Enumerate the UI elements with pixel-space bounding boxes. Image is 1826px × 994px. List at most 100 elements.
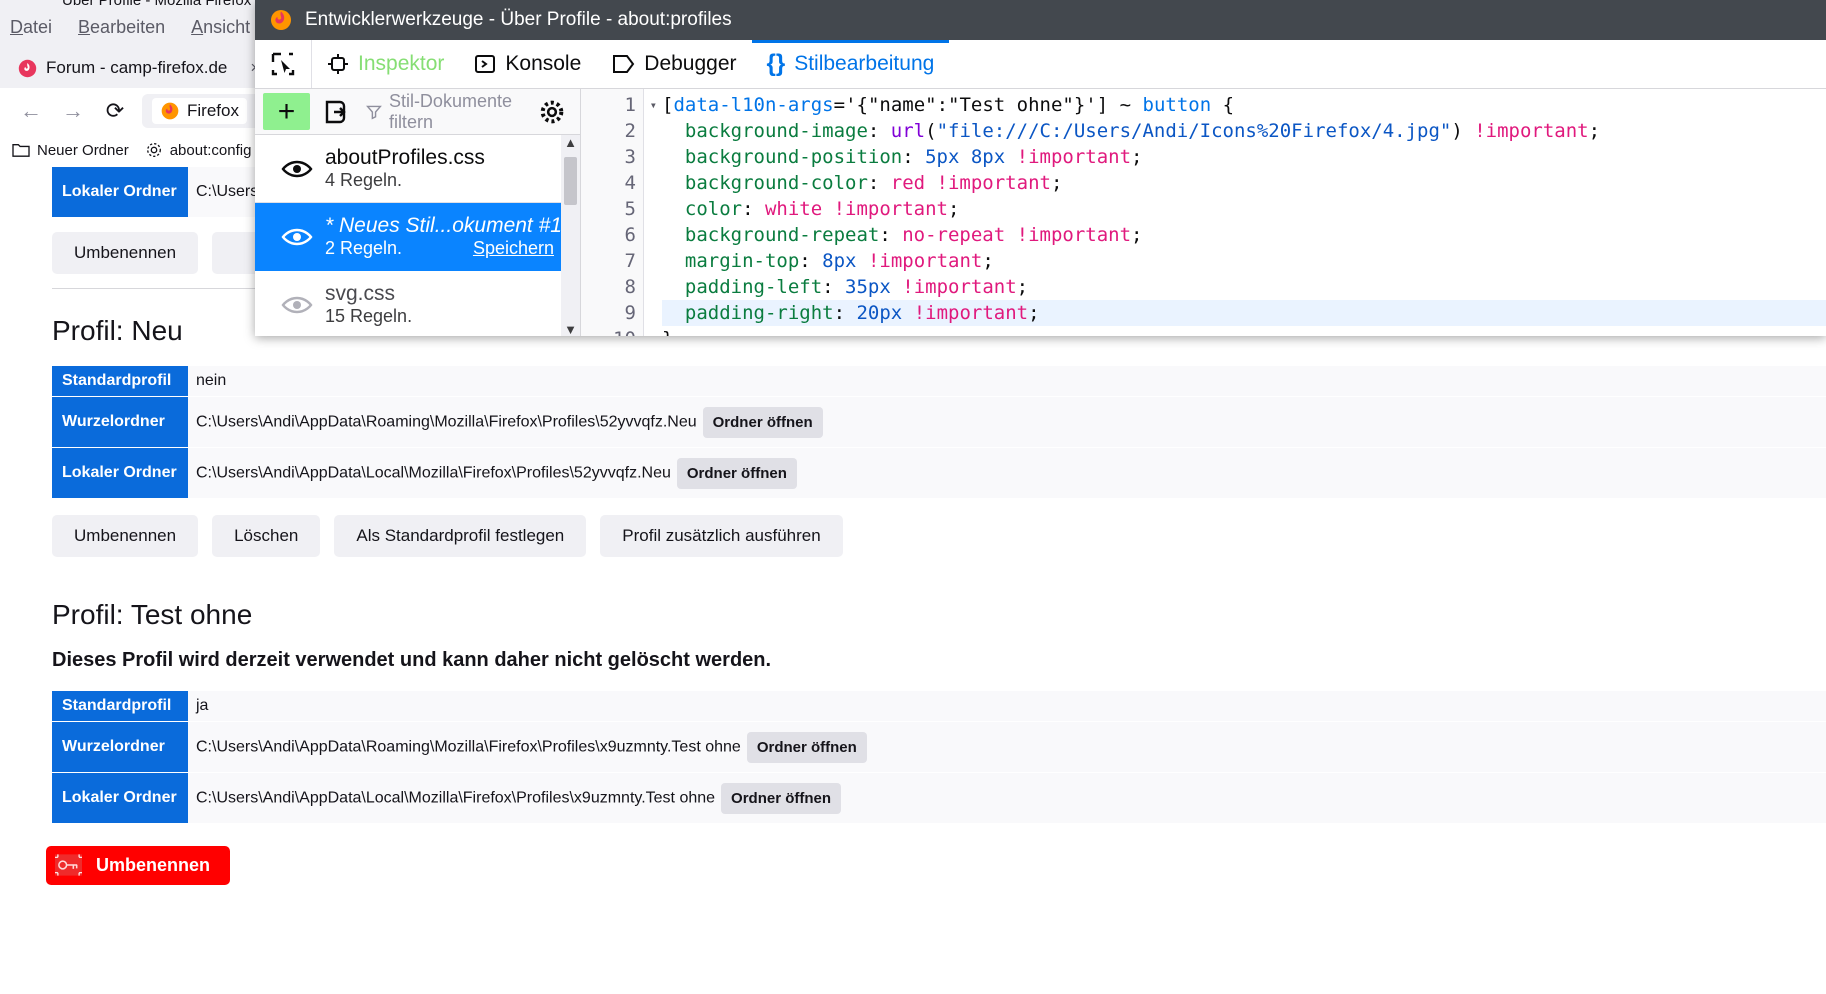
open-folder-button[interactable]: Ordner öffnen [721, 782, 842, 814]
row-header-lokaler-ordner: Lokaler Ordner [52, 448, 188, 498]
stylesheet-sidebar: + Stil-Dokumente filtern [255, 89, 581, 336]
tab-label: Stilbearbeitung [794, 52, 935, 75]
line-number: 5 [624, 198, 636, 220]
tab-label: Konsole [505, 52, 582, 75]
path-text: C:\Users\Andi\AppData\Local\Mozilla\Fire… [196, 464, 671, 482]
code-line-6: background-repeat: no-repeat !important; [662, 224, 1143, 246]
back-icon[interactable]: ← [20, 98, 42, 123]
code-area[interactable]: [data-l10n-args='{"name":"Test ohne"}'] … [644, 89, 1826, 336]
menu-item-ansicht[interactable]: Ansicht [191, 16, 251, 37]
tab-debugger[interactable]: Debugger [596, 40, 751, 88]
import-stylesheet-icon[interactable] [316, 93, 360, 130]
code-line-9: padding-right: 20px !important; [662, 300, 1826, 326]
set-default-button[interactable]: Als Standardprofil festlegen [334, 515, 587, 557]
line-number: 1▾ [581, 92, 657, 118]
table-row: Standardprofil ja [52, 691, 1826, 721]
styled-rename-label: Umbenennen [96, 855, 211, 875]
stylesheet-sub: 2 Regeln. Speichern [325, 238, 574, 259]
scrollbar-thumb[interactable] [564, 157, 577, 205]
url-identity-chip[interactable]: Firefox [152, 98, 247, 124]
tab-stilbearbeitung[interactable]: {} Stilbearbeitung [751, 40, 950, 88]
table-row: Wurzelordner C:\Users\Andi\AppData\Roami… [52, 397, 1826, 447]
code-line-4: background-color: red !important; [662, 172, 1063, 194]
rename-button[interactable]: Umbenennen [52, 232, 199, 274]
row-value-wurzelordner: C:\Users\Andi\AppData\Roaming\Mozilla\Fi… [188, 722, 1826, 772]
tab-label: Inspektor [358, 52, 445, 75]
row-header: Lokaler Ordner [52, 167, 188, 217]
code-line-3: background-position: 5px 8px !important; [662, 146, 1143, 168]
profile-actions-neu: Umbenennen Löschen Als Standardprofil fe… [52, 515, 1826, 557]
row-value-standardprofil: ja [188, 691, 1826, 721]
menu-item-datei[interactable]: Datei [10, 16, 53, 37]
open-folder-button[interactable]: Ordner öffnen [746, 731, 867, 763]
code-line-8: padding-left: 35px !important; [662, 276, 1029, 298]
path-text: C:\Users\Andi\AppData\Local\Mozilla\Fire… [196, 789, 716, 807]
bookmark-label: Neuer Ordner [37, 141, 129, 159]
devtools-body: + Stil-Dokumente filtern [255, 89, 1826, 336]
styled-rename-button[interactable]: Umbenennen [46, 846, 231, 885]
visibility-eye-icon[interactable] [269, 158, 325, 180]
scroll-up-icon[interactable]: ▲ [564, 135, 577, 150]
inspector-icon [328, 54, 348, 74]
tab-inspektor[interactable]: Inspektor [312, 40, 459, 88]
stylesheet-item-aboutprofiles[interactable]: aboutProfiles.css 4 Regeln. [255, 135, 580, 203]
css-editor[interactable]: 1▾ 2 3 4 5 6 7 8 9 10 [data-l10n-args='{… [581, 89, 1826, 336]
row-value-standardprofil: nein [188, 366, 1826, 396]
visibility-eye-icon[interactable] [269, 226, 325, 248]
bookmark-label: about:config [169, 141, 252, 159]
tab-konsole[interactable]: Konsole [459, 40, 596, 88]
row-header-wurzelordner: Wurzelordner [52, 397, 188, 447]
table-row: Lokaler Ordner C:\Users\Andi\AppData\Loc… [52, 773, 1826, 823]
stylesheet-meta: svg.css 15 Regeln. [325, 282, 574, 327]
console-icon [475, 55, 496, 73]
folder-icon [12, 144, 30, 157]
stylesheet-meta: * Neues Stil...okument #1 2 Regeln. Spei… [325, 214, 574, 259]
stylesheet-item-svg[interactable]: svg.css 15 Regeln. [255, 271, 580, 336]
bookmark-about-config[interactable]: about:config [145, 141, 252, 159]
bookmark-neuer-ordner[interactable]: Neuer Ordner [12, 142, 129, 159]
line-number: 8 [624, 276, 636, 298]
line-number: 3 [624, 146, 636, 168]
visibility-eye-icon[interactable] [269, 294, 325, 316]
line-number: 6 [624, 224, 636, 246]
stylesheet-item-neues-stildokument[interactable]: * Neues Stil...okument #1 2 Regeln. Spei… [255, 203, 580, 271]
scroll-down-icon[interactable]: ▼ [564, 322, 577, 336]
rule-count: 2 Regeln. [325, 238, 403, 259]
launch-profile-button[interactable]: Profil zusätzlich ausführen [600, 515, 843, 557]
save-link[interactable]: Speichern [472, 238, 554, 259]
stylesheet-sub: 4 Regeln. [325, 170, 574, 191]
table-row: Standardprofil nein [52, 366, 1826, 396]
rename-button[interactable]: Umbenennen [52, 515, 199, 557]
stylesheet-sub: 15 Regeln. [325, 306, 574, 327]
open-folder-button[interactable]: Ordner öffnen [702, 406, 823, 438]
delete-button[interactable]: Löschen [212, 515, 321, 557]
reload-icon[interactable]: ⟳ [105, 98, 125, 123]
line-number: 4 [624, 172, 636, 194]
devtools-title-text: Entwicklerwerkzeuge - Über Profile - abo… [305, 9, 732, 30]
profile-heading: Profil: Neu [52, 315, 183, 346]
line-number: 2 [624, 120, 636, 142]
path-text: C:\Users\Andi\AppData\Roaming\Mozilla\Fi… [196, 738, 741, 756]
row-header-lokaler-ordner: Lokaler Ordner [52, 773, 188, 823]
menu-item-bearbeiten[interactable]: Bearbeiten [78, 16, 166, 37]
fold-arrow-icon[interactable]: ▾ [649, 98, 657, 112]
browser-tab-forum[interactable]: Forum - camp-firefox.de × [6, 48, 271, 88]
gear-icon[interactable] [532, 98, 572, 126]
plus-icon[interactable]: + [263, 93, 310, 130]
code-line-7: margin-top: 8px !important; [662, 250, 994, 272]
element-picker-icon[interactable] [255, 40, 312, 88]
browser-tab-title: Forum - camp-firefox.de [46, 58, 228, 77]
line-number: 7 [624, 250, 636, 272]
line-number: 9 [624, 302, 636, 324]
filter-field[interactable]: Stil-Dokumente filtern [366, 91, 526, 133]
forward-icon[interactable]: → [62, 98, 84, 123]
code-line-2: background-image: url("file:///C:/Users/… [662, 120, 1601, 142]
row-value-lokaler-ordner: C:\Users\Andi\AppData\Local\Mozilla\Fire… [188, 773, 1826, 823]
tab-label: Debugger [644, 52, 737, 75]
firefox-logo-icon [271, 10, 291, 30]
open-folder-button[interactable]: Ordner öffnen [676, 457, 797, 489]
table-row: Lokaler Ordner C:\Users\Andi\AppData\Loc… [52, 448, 1826, 498]
devtools-tab-bar: Inspektor Konsole Debugger {} Stilbearbe… [255, 40, 1826, 89]
profile-table-test-ohne: Standardprofil ja Wurzelordner C:\Users\… [52, 690, 1826, 824]
stylesheet-list: aboutProfiles.css 4 Regeln. * [255, 135, 580, 336]
